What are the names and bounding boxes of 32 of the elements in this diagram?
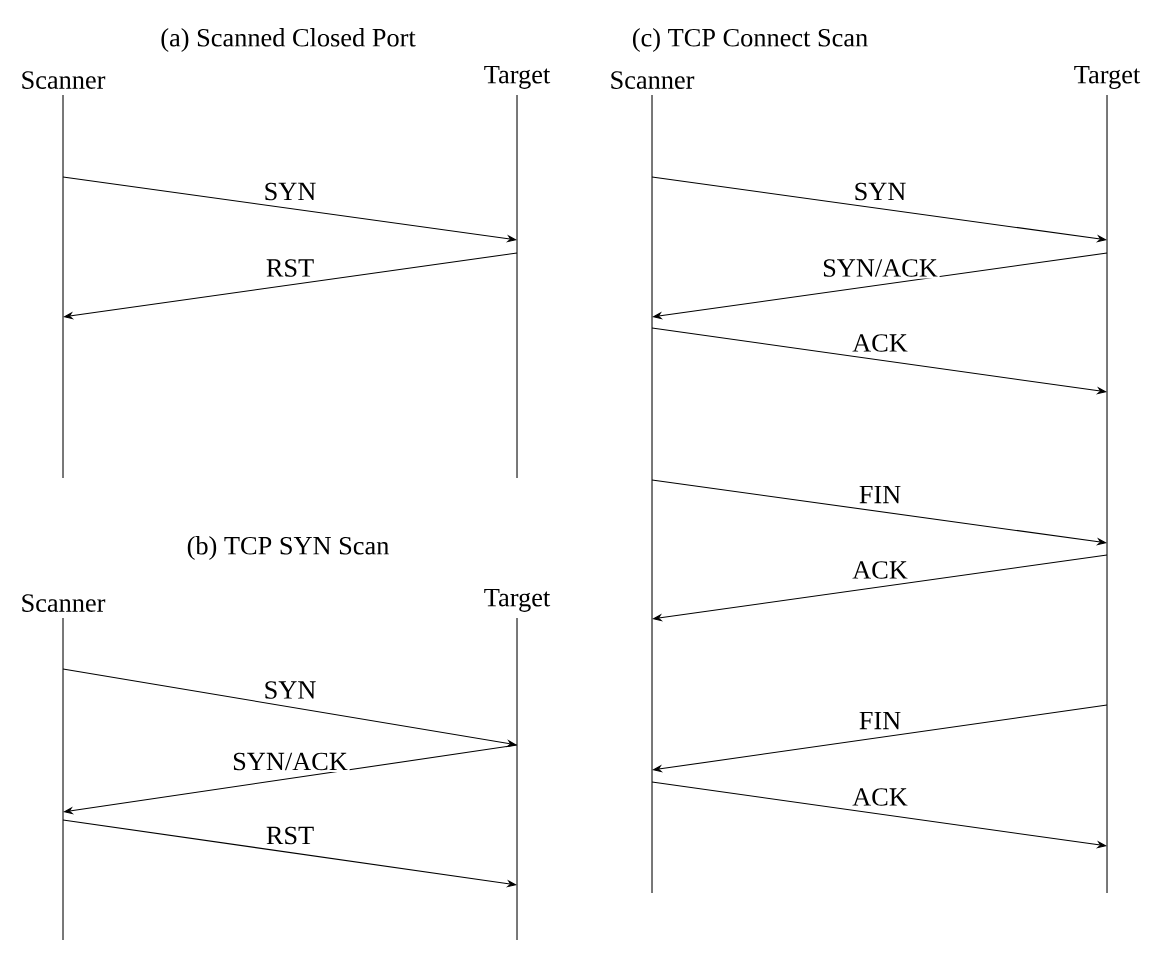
edge-label: FIN: [857, 484, 903, 505]
edge-label: ACK: [850, 332, 910, 354]
edge-label: SYN/ACK: [820, 257, 940, 279]
lifeline: Target: [484, 588, 551, 941]
edge-label: ACK: [850, 559, 910, 581]
lifeline: Scanner: [22, 594, 106, 941]
message-arrow: [651, 781, 1107, 849]
panel-title: (b) TCP SYN Scan: [187, 536, 389, 560]
message-arrow: [652, 554, 1108, 622]
lifeline: Scanner: [22, 71, 106, 479]
panel-title: (a) Scanned Closed Port: [161, 28, 416, 52]
edge-label: FIN: [857, 710, 903, 731]
edge-label: SYN/ACK: [230, 750, 350, 773]
edge-label: ACK: [850, 786, 910, 808]
panel-title: (c) TCP Connect Scan: [632, 28, 868, 52]
message-arrow: [651, 479, 1107, 546]
message-arrow: [62, 819, 517, 888]
lifeline: Target: [484, 65, 551, 479]
edge-label: SYN: [261, 180, 319, 203]
message-arrow: [63, 252, 518, 320]
message-arrow: [651, 327, 1107, 395]
message-arrow: [62, 176, 517, 243]
edge-label: SYN: [851, 180, 909, 203]
message-arrow: [651, 176, 1107, 243]
message-arrow: [63, 744, 518, 815]
edge-label: RST: [264, 824, 316, 847]
edge-label: RST: [264, 257, 316, 279]
lifeline: Scanner: [611, 71, 695, 894]
message-arrow: [652, 704, 1108, 773]
message-arrow: [652, 252, 1108, 320]
lifeline: Target: [1074, 66, 1141, 894]
edge-label: SYN: [261, 679, 319, 701]
